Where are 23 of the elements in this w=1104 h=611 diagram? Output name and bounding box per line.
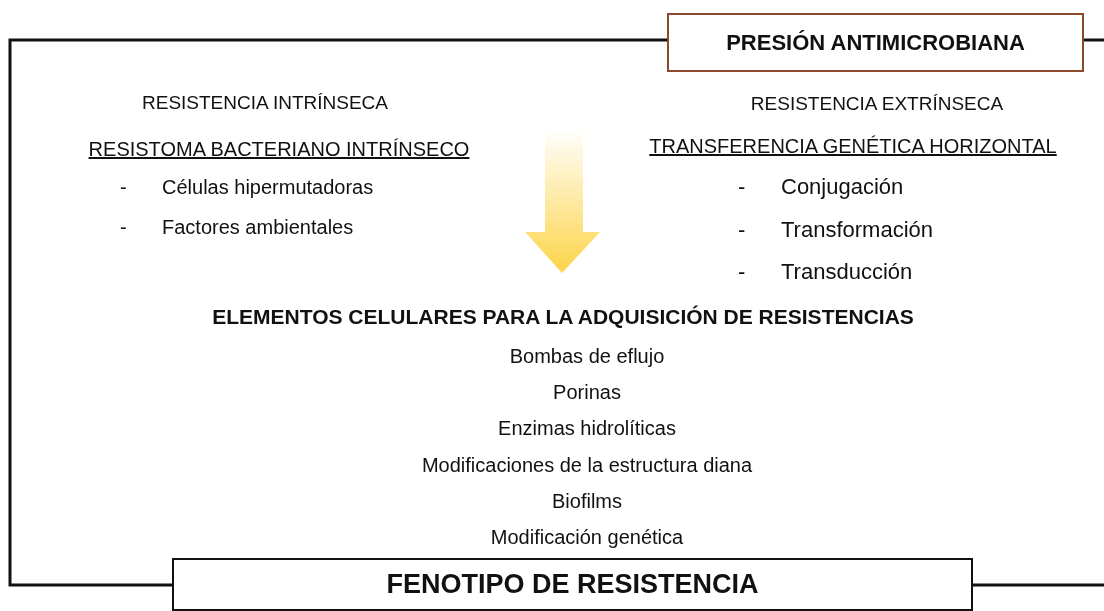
list-item: Modificaciones de la estructura diana: [421, 455, 753, 475]
list-item: Transformación: [781, 219, 933, 241]
list-dash: -: [120, 217, 127, 237]
section-subheading: RESISTOMA BACTERIANO INTRÍNSECO: [88, 139, 470, 159]
section-heading: ELEMENTOS CELULARES PARA LA ADQUISICIÓN DE RESISTENCIAS: [212, 305, 914, 327]
list-item: Enzimas hidrolíticas: [498, 418, 676, 438]
title-box: PRESIÓN ANTIMICROBIANA: [667, 13, 1084, 72]
list-item: Conjugación: [781, 176, 904, 198]
section-heading: RESISTENCIA EXTRÍNSECA: [750, 93, 1004, 113]
list-item: Factores ambientales: [162, 217, 354, 237]
list-item: Transducción: [781, 261, 913, 283]
list-dash: -: [738, 176, 746, 198]
section-heading: RESISTENCIA INTRÍNSECA: [142, 92, 388, 112]
list-item: Biofilms: [552, 491, 622, 511]
list-item: Bombas de eflujo: [509, 346, 665, 366]
list-item: Porinas: [553, 382, 621, 402]
section-subheading: TRANSFERENCIA GENÉTICA HORIZONTAL: [649, 136, 1057, 156]
connector-line: [8, 38, 667, 587]
list-dash: -: [738, 261, 746, 283]
list-item: Células hipermutadoras: [162, 177, 374, 197]
title-box: FENOTIPO DE RESISTENCIA: [172, 558, 973, 611]
list-dash: -: [738, 219, 746, 241]
list-dash: -: [120, 177, 127, 197]
